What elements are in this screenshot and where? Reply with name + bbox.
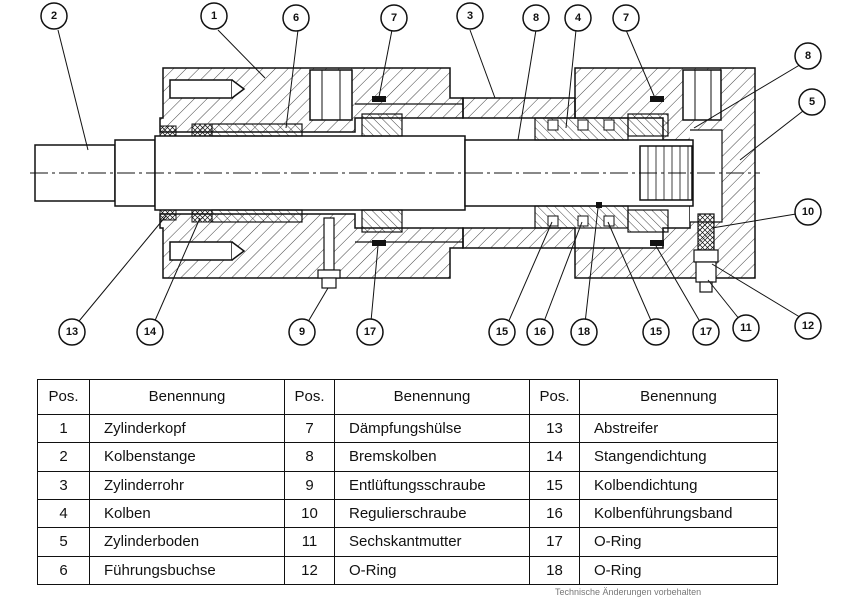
wiper-upper xyxy=(159,125,177,137)
part-name: Kolbenstange xyxy=(89,442,285,472)
callout-17-end: 17 xyxy=(700,326,712,338)
part-name: Abstreifer xyxy=(579,413,778,444)
parts-table-header-row: Pos. Benennung Pos. Benennung Pos. Benen… xyxy=(37,379,778,415)
rod-seal-lower xyxy=(191,209,213,223)
part-name: O-Ring xyxy=(579,527,778,557)
header-pos-2: Pos. xyxy=(284,379,335,415)
part-position: 14 xyxy=(529,442,580,472)
part-position: 16 xyxy=(529,498,580,529)
part-name: Dämpfungshülse xyxy=(334,413,530,444)
header-pos-3: Pos. xyxy=(529,379,580,415)
part-position: 1 xyxy=(37,413,90,444)
cushion-sleeve-upper xyxy=(361,113,403,137)
cushion-sleeve-lower xyxy=(361,209,403,233)
part-position: 13 xyxy=(529,413,580,444)
callout-4: 4 xyxy=(575,12,582,24)
part-position: 3 xyxy=(37,470,90,500)
guide-bushing-upper xyxy=(211,123,303,137)
callout-8-end: 8 xyxy=(805,50,811,62)
part-name: Kolbendichtung xyxy=(579,470,778,500)
callout-2: 2 xyxy=(51,10,57,22)
part-position: 12 xyxy=(284,555,335,586)
part-position: 4 xyxy=(37,498,90,529)
part-position: 10 xyxy=(284,498,335,529)
parts-list-table: Pos. Benennung Pos. Benennung Pos. Benen… xyxy=(37,379,778,586)
callout-12: 12 xyxy=(802,320,814,332)
cylinder-tube-lower xyxy=(462,227,576,249)
callout-14: 14 xyxy=(144,326,157,338)
part-position: 11 xyxy=(284,527,335,557)
footer-note: Technische Änderungen vorbehalten xyxy=(555,587,702,597)
part-position: 9 xyxy=(284,470,335,500)
guide-bushing-lower xyxy=(211,209,303,223)
part-position: 7 xyxy=(284,413,335,444)
cushion-sleeve-end xyxy=(627,113,669,137)
part-name: Führungsbuchse xyxy=(89,555,285,586)
header-benennung-2: Benennung xyxy=(334,379,530,415)
part-position: 15 xyxy=(529,470,580,500)
callout-16: 16 xyxy=(534,326,546,338)
callout-17-head: 17 xyxy=(364,326,376,338)
callout-1: 1 xyxy=(211,10,217,22)
callout-15-right: 15 xyxy=(650,326,662,338)
part-name: O-Ring xyxy=(579,555,778,586)
part-position: 6 xyxy=(37,555,90,586)
callout-13: 13 xyxy=(66,326,78,338)
part-position: 8 xyxy=(284,442,335,472)
part-name: Zylinderrohr xyxy=(89,470,285,500)
part-name: O-Ring xyxy=(334,555,530,586)
part-name: Entlüftungsschraube xyxy=(334,470,530,500)
part-name: Kolben xyxy=(89,498,285,529)
callout-11: 11 xyxy=(740,322,752,334)
header-pos-1: Pos. xyxy=(37,379,90,415)
callout-5: 5 xyxy=(809,96,815,108)
rod-seal-upper xyxy=(191,123,213,137)
callout-7-head: 7 xyxy=(391,12,397,24)
callout-8-rod: 8 xyxy=(533,12,539,24)
callout-3: 3 xyxy=(467,10,473,22)
part-name: Stangendichtung xyxy=(579,442,778,472)
part-position: 18 xyxy=(529,555,580,586)
callout-15-left: 15 xyxy=(496,326,508,338)
part-name: Bremskolben xyxy=(334,442,530,472)
part-name: Zylinderboden xyxy=(89,527,285,557)
part-position: 5 xyxy=(37,527,90,557)
part-position: 2 xyxy=(37,442,90,472)
wiper-lower xyxy=(159,209,177,221)
callout-6: 6 xyxy=(293,12,299,24)
part-name: Kolbenführungsband xyxy=(579,498,778,529)
header-benennung-3: Benennung xyxy=(579,379,778,415)
callout-10: 10 xyxy=(802,206,814,218)
header-benennung-1: Benennung xyxy=(89,379,285,415)
cylinder-section-drawing: 2 1 6 7 3 8 4 7 8 5 10 11 12 13 14 9 17 … xyxy=(30,2,826,346)
cylinder-tube-upper xyxy=(462,97,576,119)
callout-18: 18 xyxy=(578,326,590,338)
part-name: Zylinderkopf xyxy=(89,413,285,444)
callout-7-end: 7 xyxy=(623,12,629,24)
part-name: Sechskantmutter xyxy=(334,527,530,557)
part-name: Regulierschraube xyxy=(334,498,530,529)
callout-9: 9 xyxy=(299,326,305,338)
part-position: 17 xyxy=(529,527,580,557)
